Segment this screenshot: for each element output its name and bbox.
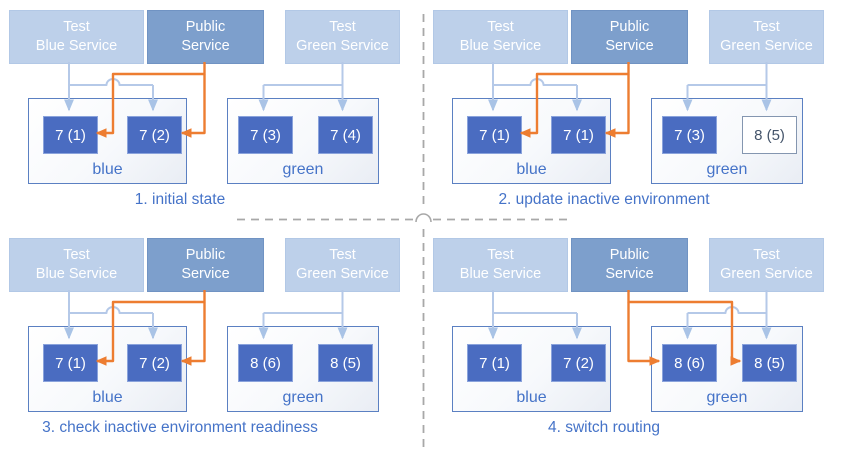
- test-green-service-box: Test Green Service: [709, 238, 824, 292]
- step-caption: 3. check inactive environment readiness: [42, 419, 318, 436]
- green-environment-box: 7 (3) 7 (4) green: [227, 98, 379, 184]
- environment-label: green: [706, 161, 748, 178]
- pod-green-2: 8 (5): [742, 344, 797, 382]
- blue-environment-box: 7 (1) 7 (2) blue: [28, 326, 187, 412]
- test-green-service-box: Test Green Service: [285, 238, 400, 292]
- blue-environment-box: 7 (1) 7 (1) blue: [452, 98, 611, 184]
- public-service-box: Public Service: [571, 10, 688, 64]
- service-label-line1: Test: [487, 19, 514, 35]
- test-green-service-box: Test Green Service: [709, 10, 824, 64]
- service-label-line2: Blue Service: [35, 38, 118, 54]
- pod-green-2: 8 (5): [742, 116, 797, 154]
- test-green-service-box: Test Green Service: [285, 10, 400, 64]
- pod-green-1: 7 (3): [238, 116, 293, 154]
- test-blue-service-box: Test Blue Service: [433, 10, 568, 64]
- pod-blue-1: 7 (1): [467, 116, 522, 154]
- service-label-line2: Green Service: [296, 266, 389, 282]
- service-label-line2: Service: [181, 266, 230, 282]
- environment-label: green: [282, 389, 324, 406]
- green-environment-box: 7 (3) 8 (5) green: [651, 98, 803, 184]
- service-label-line1: Test: [329, 247, 356, 263]
- pod-green-2: 7 (4): [318, 116, 373, 154]
- service-label-line2: Blue Service: [459, 38, 542, 54]
- pod-blue-2: 7 (2): [127, 116, 182, 154]
- step-panel-1: Test Blue Service Public Service Test Gr…: [0, 0, 424, 228]
- blue-environment-box: 7 (1) 7 (2) blue: [28, 98, 187, 184]
- pod-blue-1: 7 (1): [467, 344, 522, 382]
- service-label-line1: Test: [63, 247, 90, 263]
- service-label-line1: Public: [609, 247, 650, 263]
- service-label-line1: Public: [185, 19, 226, 35]
- test-blue-service-box: Test Blue Service: [9, 10, 144, 64]
- step-panel-3: Test Blue Service Public Service Test Gr…: [0, 228, 424, 456]
- service-label-line1: Test: [329, 19, 356, 35]
- pod-blue-2: 7 (2): [551, 344, 606, 382]
- pod-green-1: 8 (6): [662, 344, 717, 382]
- environment-label: green: [706, 389, 748, 406]
- pod-blue-2: 7 (2): [127, 344, 182, 382]
- service-label-line2: Service: [605, 38, 654, 54]
- service-label-line1: Test: [487, 247, 514, 263]
- step-panel-4: Test Blue Service Public Service Test Gr…: [424, 228, 848, 456]
- service-label-line2: Service: [605, 266, 654, 282]
- step-caption: 4. switch routing: [548, 419, 660, 436]
- step-panel-2: Test Blue Service Public Service Test Gr…: [424, 0, 848, 228]
- environment-label: blue: [516, 161, 547, 178]
- service-label-line2: Blue Service: [35, 266, 118, 282]
- service-label-line2: Blue Service: [459, 266, 542, 282]
- test-blue-service-box: Test Blue Service: [9, 238, 144, 292]
- green-environment-box: 8 (6) 8 (5) green: [227, 326, 379, 412]
- service-label-line2: Green Service: [720, 38, 813, 54]
- blue-environment-box: 7 (1) 7 (2) blue: [452, 326, 611, 412]
- service-label-line2: Green Service: [296, 38, 389, 54]
- service-label-line1: Test: [63, 19, 90, 35]
- pod-blue-1: 7 (1): [43, 344, 98, 382]
- service-label-line1: Public: [185, 247, 226, 263]
- public-service-box: Public Service: [147, 238, 264, 292]
- service-label-line1: Test: [753, 247, 780, 263]
- service-label-line1: Test: [753, 19, 780, 35]
- environment-label: blue: [92, 389, 123, 406]
- step-caption: 2. update inactive environment: [498, 191, 710, 208]
- pod-blue-1: 7 (1): [43, 116, 98, 154]
- environment-label: blue: [516, 389, 547, 406]
- pod-green-1: 8 (6): [238, 344, 293, 382]
- green-environment-box: 8 (6) 8 (5) green: [651, 326, 803, 412]
- pod-blue-2: 7 (1): [551, 116, 606, 154]
- service-label-line2: Service: [181, 38, 230, 54]
- environment-label: blue: [92, 161, 123, 178]
- public-service-box: Public Service: [147, 10, 264, 64]
- service-label-line1: Public: [609, 19, 650, 35]
- pod-green-2: 8 (5): [318, 344, 373, 382]
- public-service-box: Public Service: [571, 238, 688, 292]
- service-label-line2: Green Service: [720, 266, 813, 282]
- environment-label: green: [282, 161, 324, 178]
- pod-green-1: 7 (3): [662, 116, 717, 154]
- test-blue-service-box: Test Blue Service: [433, 238, 568, 292]
- step-caption: 1. initial state: [134, 191, 226, 208]
